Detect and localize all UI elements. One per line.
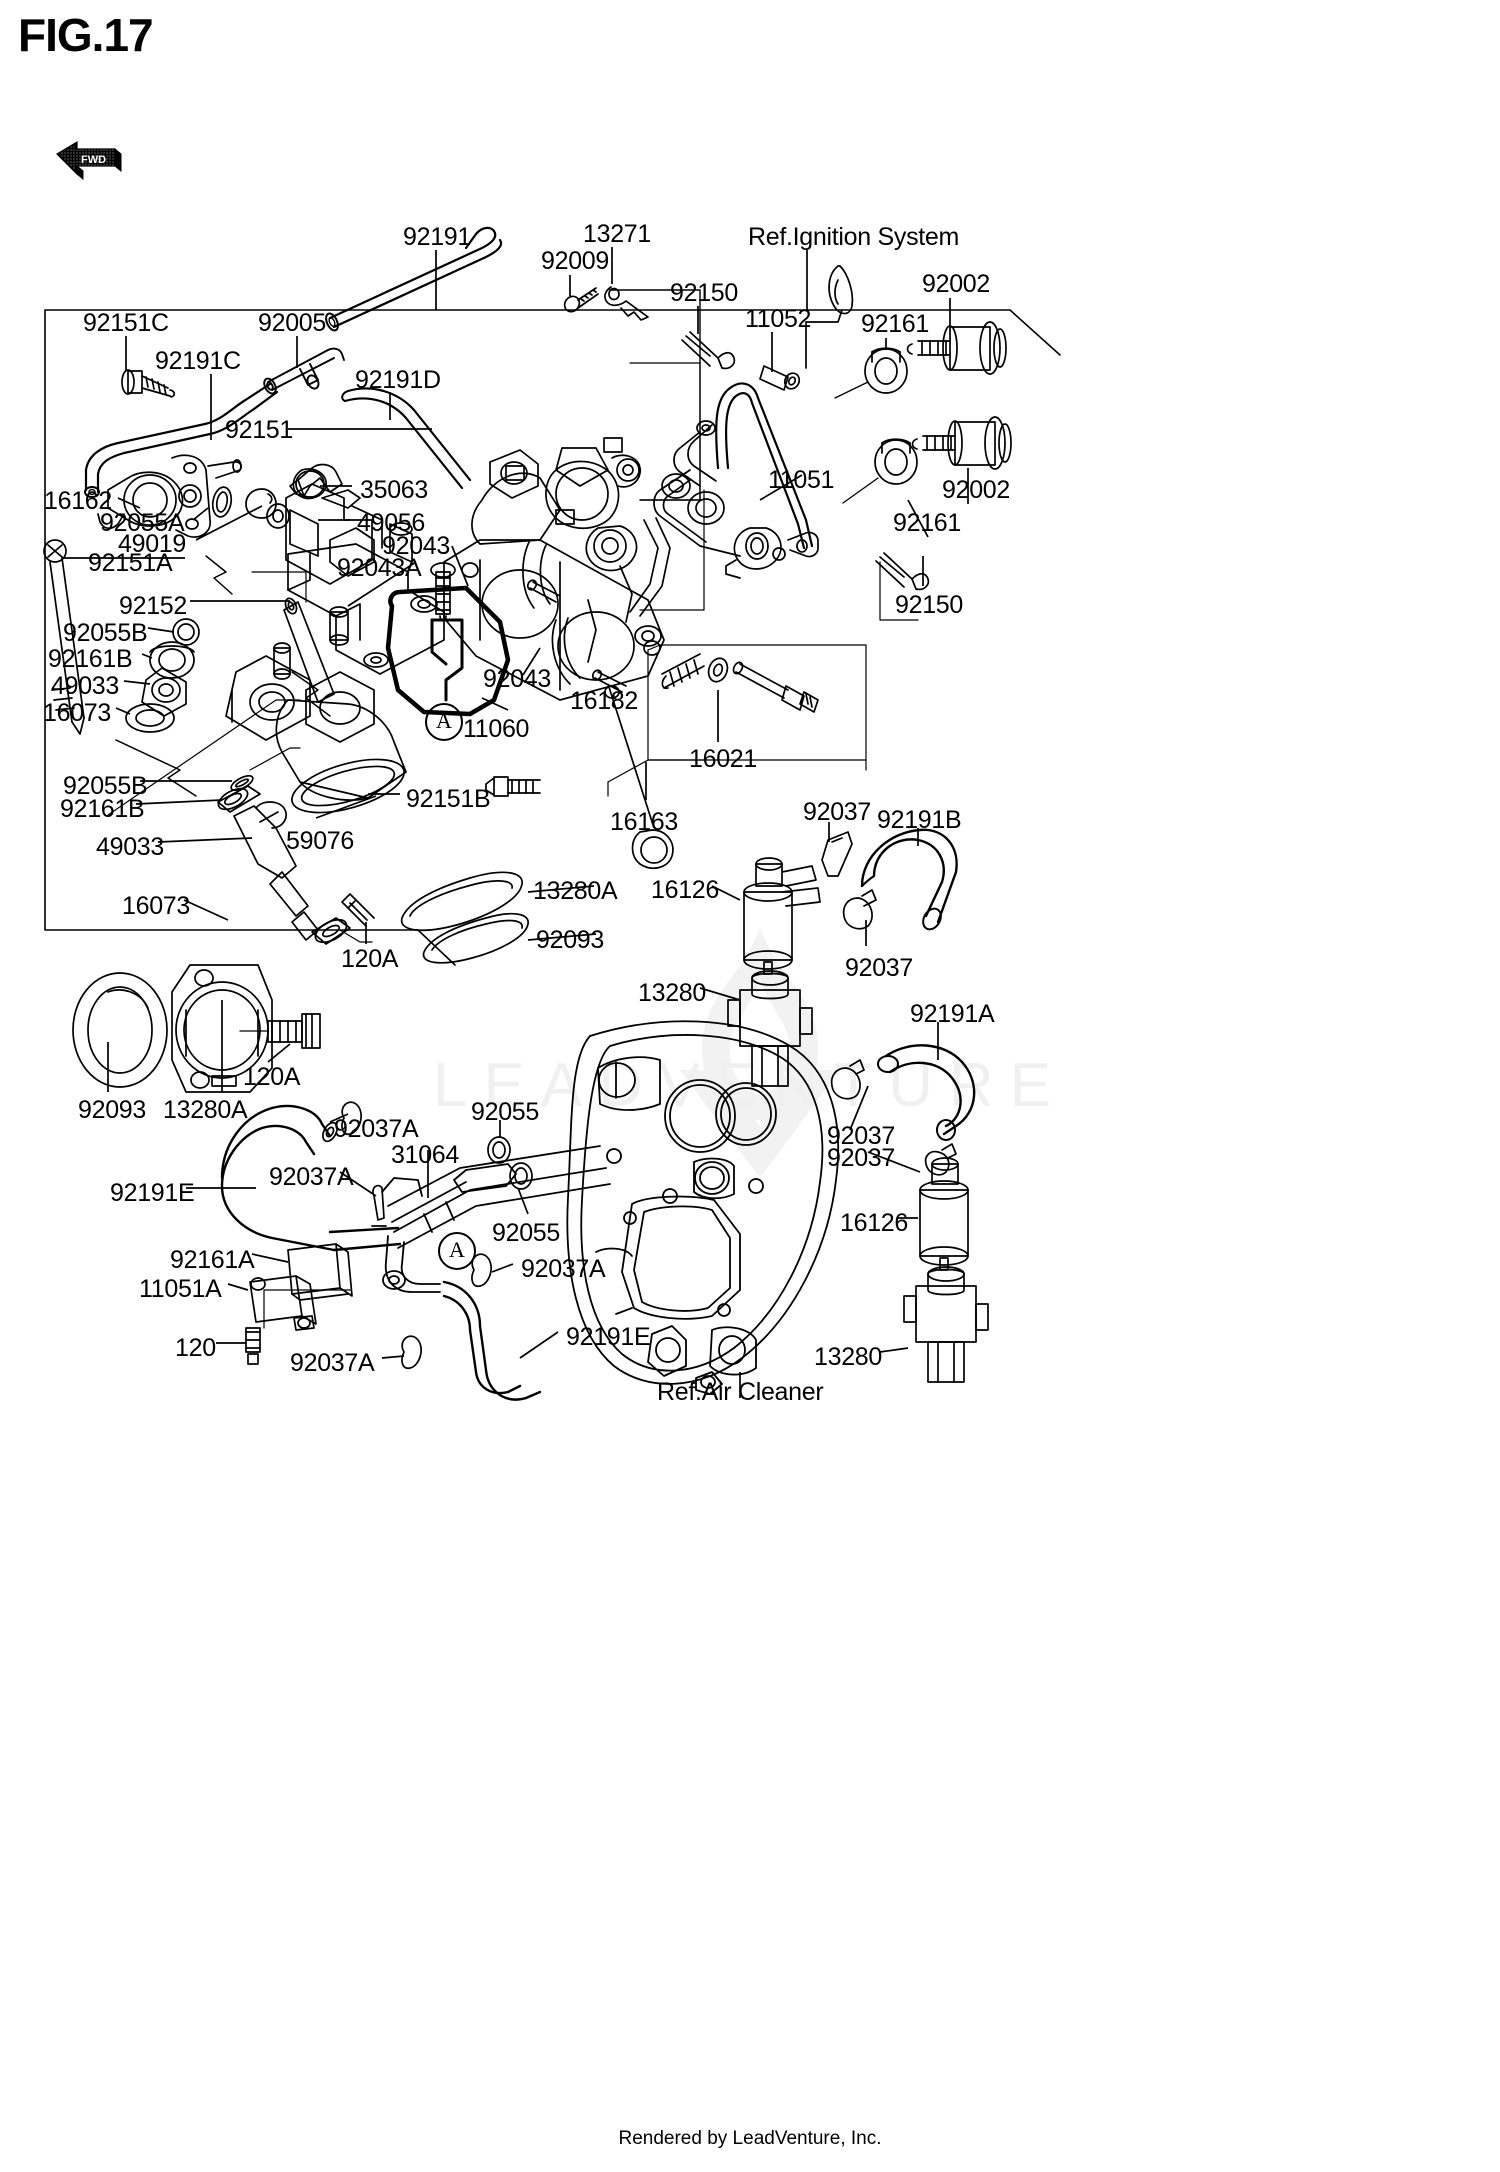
part-callout-49019: 49019	[118, 530, 187, 558]
part-callout-120: 120	[175, 1334, 216, 1362]
part-callout-120a: 120A	[243, 1063, 301, 1091]
part-callout-92191e: 92191E	[110, 1179, 195, 1207]
part-callout-49033: 49033	[51, 672, 120, 700]
part-callout-92037a: 92037A	[521, 1255, 606, 1283]
part-callout-92037: 92037	[827, 1144, 896, 1172]
part-callout-92191: 92191	[403, 223, 472, 251]
part-callout-92151: 92151	[225, 416, 294, 444]
svg-text:FWD: FWD	[81, 154, 106, 166]
page-title: FIG.17	[18, 9, 154, 61]
part-callout-92005: 92005	[258, 309, 327, 337]
part-callout-92152: 92152	[119, 592, 188, 620]
part-callout-49033: 49033	[96, 833, 165, 861]
part-callout-11051a: 11051A	[139, 1275, 222, 1303]
part-callout-13280a: 13280A	[163, 1096, 248, 1124]
part-callout-92037a: 92037A	[334, 1115, 419, 1143]
part-callout-92055a: 92055A	[100, 509, 185, 537]
section-marker-a: A	[425, 703, 463, 741]
part-callout-13280: 13280	[814, 1343, 883, 1371]
part-callout-ref-air-cleaner: Ref.Air Cleaner	[657, 1378, 824, 1406]
part-callout-11060: 11060	[463, 715, 530, 743]
part-callout-31064: 31064	[391, 1141, 460, 1169]
part-callout-92037: 92037	[827, 1122, 896, 1150]
part-callout-92161b: 92161B	[60, 795, 145, 823]
part-callout-16162: 16162	[44, 487, 113, 515]
part-callout-16163: 16163	[610, 808, 679, 836]
part-callout-92093: 92093	[78, 1096, 147, 1124]
part-callout-92151a: 92151A	[88, 549, 173, 577]
part-callout-92161a: 92161A	[170, 1246, 255, 1274]
part-callout-11051: 11051	[768, 466, 835, 494]
part-callout-13271: 13271	[583, 220, 652, 248]
part-callout-92043: 92043	[382, 532, 451, 560]
part-callout-49056: 49056	[357, 509, 426, 537]
part-callout-92055b: 92055B	[63, 772, 148, 800]
part-callout-11052: 11052	[745, 305, 812, 333]
part-callout-92002: 92002	[942, 476, 1011, 504]
part-callout-92150: 92150	[670, 279, 739, 307]
fwd-direction-arrow: FWD	[56, 140, 122, 181]
part-callout-92191c: 92191C	[155, 347, 241, 375]
part-callout-92161b: 92161B	[48, 645, 133, 673]
part-callout-92002: 92002	[922, 270, 991, 298]
part-callout-16073: 16073	[122, 892, 191, 920]
part-callout-13280a: 13280A	[533, 877, 618, 905]
part-callout-92037a: 92037A	[269, 1163, 354, 1191]
part-callout-92150: 92150	[895, 591, 964, 619]
part-callout-120a: 120A	[341, 945, 399, 973]
part-callout-92055: 92055	[492, 1219, 561, 1247]
part-callout-ref-ignition-system: Ref.Ignition System	[748, 223, 960, 251]
part-callout-92191a: 92191A	[910, 1000, 995, 1028]
part-callout-92037: 92037	[803, 798, 872, 826]
part-callout-92161: 92161	[861, 310, 930, 338]
part-callout-16073: 16073	[43, 699, 112, 727]
part-callout-92037a: 92037A	[290, 1349, 375, 1377]
part-callout-92009: 92009	[541, 247, 610, 275]
section-marker-a: A	[438, 1232, 476, 1270]
part-callout-92191d: 92191D	[355, 366, 441, 394]
part-callout-92055: 92055	[471, 1098, 540, 1126]
part-callout-92043a: 92043A	[337, 554, 422, 582]
part-callout-16021: 16021	[689, 745, 758, 773]
part-callout-16126: 16126	[840, 1209, 909, 1237]
part-callout-92151c: 92151C	[83, 309, 169, 337]
part-callout-92161: 92161	[893, 509, 962, 537]
part-callout-92191e: 92191E	[566, 1323, 651, 1351]
footer-credit: Rendered by LeadVenture, Inc.	[618, 2128, 882, 2149]
part-callout-92043: 92043	[483, 665, 552, 693]
part-callout-92151b: 92151B	[406, 785, 491, 813]
part-callout-92191b: 92191B	[877, 806, 962, 834]
part-callout-92037: 92037	[845, 954, 914, 982]
part-callout-16126: 16126	[651, 876, 720, 904]
part-callout-35063: 35063	[360, 476, 429, 504]
part-callout-92055b: 92055B	[63, 619, 148, 647]
part-callout-59076: 59076	[286, 827, 355, 855]
part-callout-16182: 16182	[570, 687, 639, 715]
part-callout-13280: 13280	[638, 979, 707, 1007]
part-callout-92093: 92093	[536, 926, 605, 954]
